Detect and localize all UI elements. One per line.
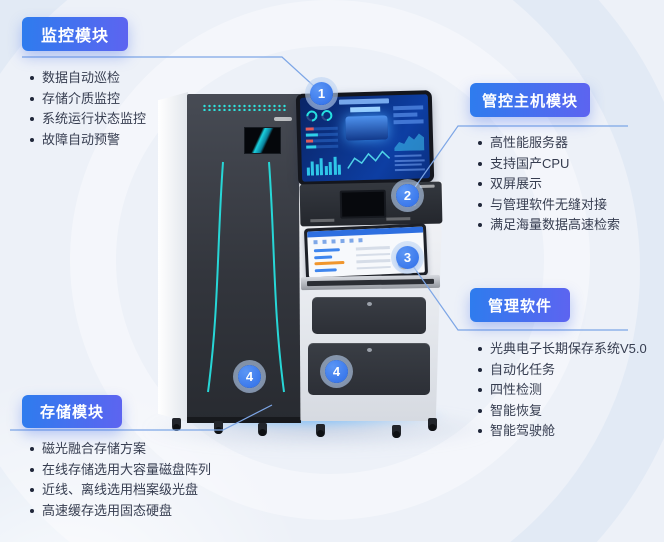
drawer-lock xyxy=(367,302,372,306)
drawer-upper xyxy=(312,297,426,334)
list-item: 双屏展示 xyxy=(476,176,620,197)
badge-1: 1 xyxy=(310,82,333,105)
list-item: 支持国产CPU xyxy=(476,156,620,177)
list-item: 智能驾驶舱 xyxy=(476,423,647,444)
list-item: 四性检测 xyxy=(476,382,647,403)
list-item: 高速缓存选用固态硬盘 xyxy=(28,503,211,524)
list-item: 近线、离线选用档案级光盘 xyxy=(28,482,211,503)
software-feature-list: 光典电子长期保存系统V5.0 自动化任务 四性检测 智能恢复 智能驾驶舱 xyxy=(476,341,647,444)
storage-feature-list: 磁光融合存储方案 在线存储选用大容量磁盘阵列 近线、离线选用档案级光盘 高速缓存… xyxy=(28,441,211,523)
list-item: 存储介质监控 xyxy=(28,91,146,112)
list-item: 与管理软件无缝对接 xyxy=(476,197,620,218)
monitoring-dashboard xyxy=(299,94,431,182)
area-chart-widget xyxy=(394,133,425,152)
list-item: 智能恢复 xyxy=(476,403,647,424)
vent-strip xyxy=(202,104,286,111)
module-label-storage: 存储模块 xyxy=(22,395,122,428)
list-item: 故障自动预警 xyxy=(28,132,146,153)
drawer-lock xyxy=(367,348,372,352)
list-item: 满足海量数据高速检索 xyxy=(476,217,620,238)
badge-4-kiosk: 4 xyxy=(325,360,348,383)
badge-3: 3 xyxy=(396,246,419,269)
badge-4-cabinet: 4 xyxy=(238,365,261,388)
list-item: 磁光融合存储方案 xyxy=(28,441,211,462)
list-item: 高性能服务器 xyxy=(476,135,620,156)
brand-logo xyxy=(274,117,292,121)
monitoring-feature-list: 数据自动巡检 存储介质监控 系统运行状态监控 故障自动预警 xyxy=(28,70,146,152)
caster-wheel xyxy=(392,425,401,438)
line-chart-widget xyxy=(347,150,391,169)
list-item: 在线存储选用大容量磁盘阵列 xyxy=(28,462,211,483)
module-label-host: 管控主机模块 xyxy=(470,83,590,117)
module-label-monitoring: 监控模块 xyxy=(22,17,128,51)
module-label-software: 管理软件 xyxy=(470,288,570,322)
host-feature-list: 高性能服务器 支持国产CPU 双屏展示 与管理软件无缝对接 满足海量数据高速检索 xyxy=(476,135,620,238)
list-item: 系统运行状态监控 xyxy=(28,111,146,132)
cabinet-status-display xyxy=(244,127,281,154)
list-item: 数据自动巡检 xyxy=(28,70,146,91)
list-item: 自动化任务 xyxy=(476,362,647,383)
dashboard-screen xyxy=(295,90,435,186)
badge-2: 2 xyxy=(396,184,419,207)
caster-wheel xyxy=(428,418,437,431)
list-item: 光典电子长期保存系统V5.0 xyxy=(476,341,647,362)
